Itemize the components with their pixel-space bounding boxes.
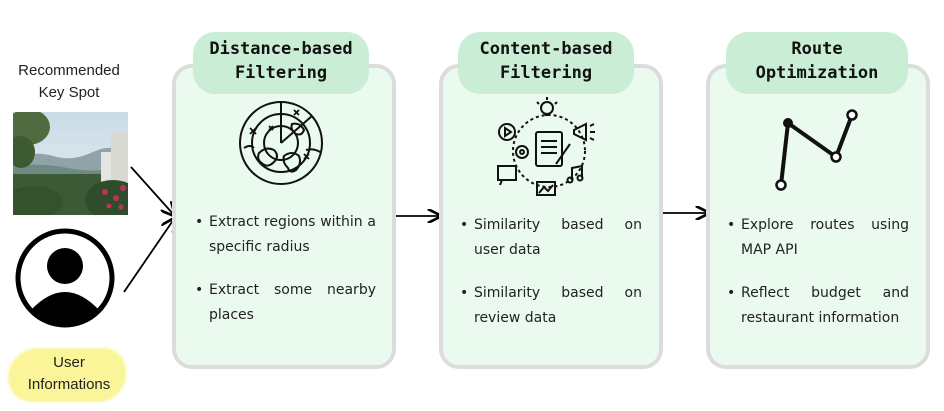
content-cluster-icon [494, 96, 604, 204]
stage-title-line2: Filtering [499, 63, 593, 83]
list-item: • Extract some nearby places [195, 278, 376, 328]
arrow-photo-to-stage1 [130, 166, 174, 215]
user-avatar-icon [15, 228, 115, 332]
bullet-marker: • [195, 214, 204, 230]
stage-card-route [706, 64, 930, 369]
user-label-line2: Informations [27, 376, 111, 393]
bullet-marker: • [727, 217, 736, 233]
stage-title-line2: Optimization [755, 63, 879, 83]
list-item: • Reflect budget and restaurant informat… [727, 281, 909, 331]
key-spot-label-line1: Recommended [18, 62, 120, 79]
bullet-marker: • [727, 285, 736, 301]
user-label: User Informations [6, 352, 132, 396]
stage-title-route: Route Optimization [726, 32, 908, 94]
key-spot-label-line2: Key Spot [38, 84, 100, 101]
stage-title-line1: Distance-based [209, 39, 353, 59]
bullet-text: Similarity based on review data [474, 285, 642, 326]
arrow-user-to-stage1 [123, 219, 174, 293]
stage-title-content: Content-based Filtering [458, 32, 634, 94]
stage-card-content [439, 64, 663, 369]
bullet-marker: • [460, 285, 469, 301]
bullet-text: Extract some nearby places [209, 282, 376, 323]
bullet-text: Extract regions within a specific radius [209, 214, 376, 255]
list-item: • Similarity based on review data [460, 281, 642, 331]
bullet-marker: • [195, 282, 204, 298]
stage-bullets-route: • Explore routes using MAP API • Reflect… [727, 213, 909, 349]
list-item: • Explore routes using MAP API [727, 213, 909, 263]
key-spot-photo [13, 112, 128, 215]
radar-map-icon [236, 98, 326, 192]
list-item: • Extract regions within a specific radi… [195, 210, 376, 260]
user-label-highlight [8, 348, 126, 402]
stage-title-line1: Content-based [479, 39, 613, 59]
stage-bullets-content: • Similarity based on user data • Simila… [460, 213, 642, 349]
bullet-text: Explore routes using MAP API [741, 217, 909, 258]
key-spot-label: Recommended Key Spot [6, 60, 132, 104]
stage-title-line2: Filtering [234, 63, 328, 83]
bullet-text: Reflect budget and restaurant informatio… [741, 285, 909, 326]
stage-title-distance: Distance-based Filtering [193, 32, 369, 94]
key-spot-photo-image [13, 112, 128, 215]
route-path-icon [770, 105, 865, 199]
bullet-marker: • [460, 217, 469, 233]
stage-title-line1: Route [791, 39, 843, 59]
stage-bullets-distance: • Extract regions within a specific radi… [195, 210, 376, 346]
user-label-line1: User [53, 354, 85, 371]
bullet-text: Similarity based on user data [474, 217, 642, 258]
list-item: • Similarity based on user data [460, 213, 642, 263]
